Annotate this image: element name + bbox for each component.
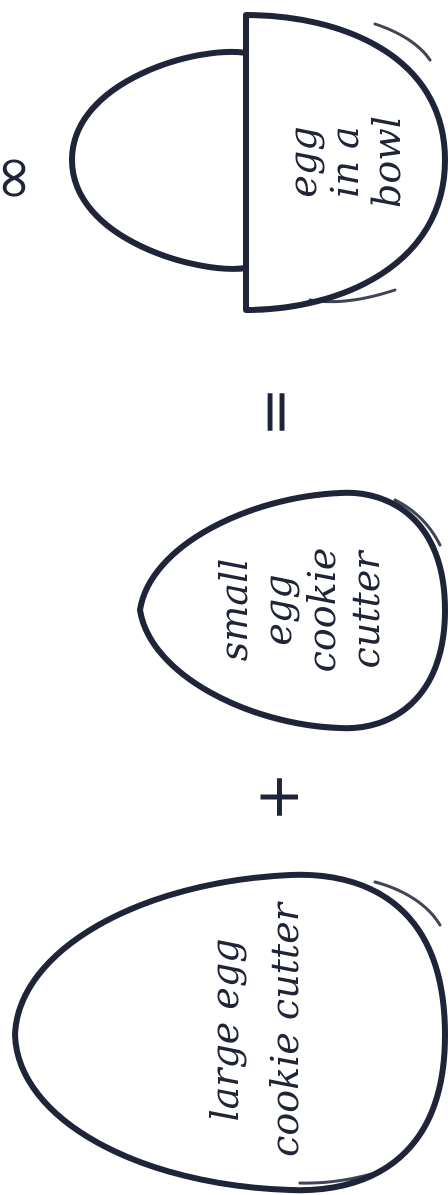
infinity-mark-group: ∞ xyxy=(0,153,47,203)
bowl-label-line1: egg xyxy=(281,126,325,197)
bowl-egg-top-outline xyxy=(72,52,246,269)
small-egg-label-group: small egg cookie cutter xyxy=(212,548,388,673)
plus-group: + xyxy=(243,772,313,822)
equals-group: = xyxy=(240,387,310,437)
small-egg-label-line2: egg xyxy=(256,574,300,645)
infinity-icon: ∞ xyxy=(0,153,47,203)
plus-icon: + xyxy=(243,772,313,822)
equals-icon: = xyxy=(240,387,310,437)
large-egg-label-line2: cookie cutter xyxy=(263,900,307,1157)
small-egg-label-line3: cookie xyxy=(300,548,344,673)
large-egg-label-line1: large egg xyxy=(203,938,247,1121)
bowl-label-line3: bowl xyxy=(365,116,409,208)
small-egg-label-line1: small xyxy=(212,559,256,662)
bowl-label-group: egg in a bowl xyxy=(281,116,409,208)
small-egg-label-line4: cutter xyxy=(344,549,388,669)
bowl-label-line2: in a xyxy=(323,126,367,197)
